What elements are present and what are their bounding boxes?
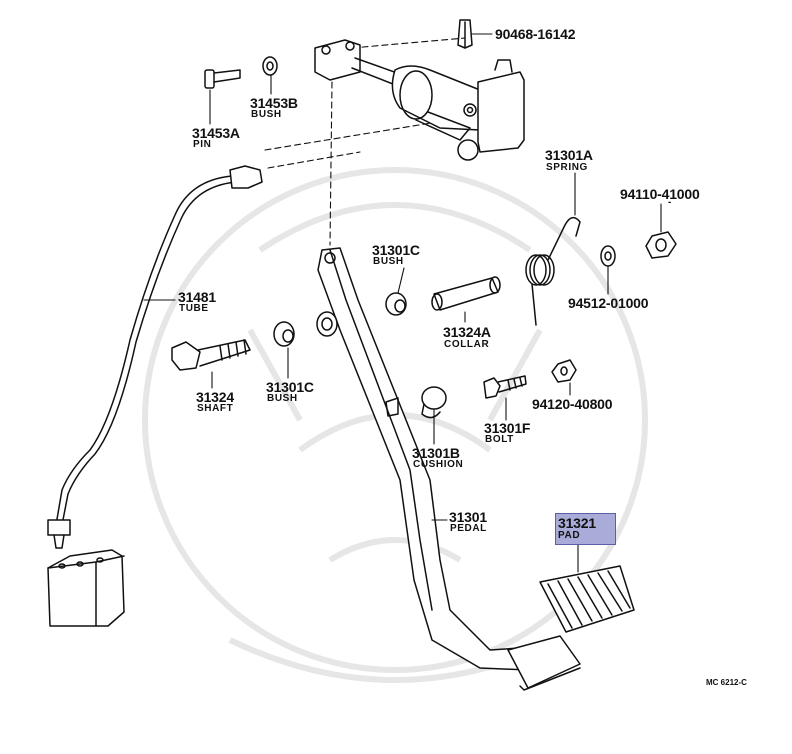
part-number-31453b[interactable]: 31453B	[250, 95, 298, 111]
part-number-31301a[interactable]: 31301A	[545, 147, 593, 163]
pad-31321	[539, 565, 635, 633]
collar-31324a	[431, 276, 501, 311]
part-name-pedal: PEDAL	[450, 523, 487, 534]
reservoir-block	[47, 549, 125, 627]
part-number-31324a[interactable]: 31324A	[443, 324, 491, 340]
washer-94512	[600, 245, 616, 267]
part-name-pin: PIN	[193, 139, 212, 150]
part-number-94110-41000[interactable]: 94110-41000	[620, 186, 700, 202]
leader-dashes	[264, 37, 466, 246]
nut-94110	[645, 231, 677, 259]
part-name-bush-lower: BUSH	[267, 393, 298, 404]
tube-31481	[47, 165, 263, 549]
part-number-31301c-upper[interactable]: 31301C	[372, 242, 420, 258]
part-number-31453a[interactable]: 31453A	[192, 125, 240, 141]
part-name-cushion: CUSHION	[413, 459, 464, 470]
part-name-dash: -	[668, 197, 672, 208]
part-number-31301b[interactable]: 31301B	[412, 445, 460, 461]
spring-31301a	[525, 216, 581, 326]
part-number-31301c-lower[interactable]: 31301C	[266, 379, 314, 395]
part-name-shaft: SHAFT	[197, 403, 234, 414]
part-number-90468-16142[interactable]: 90468-16142	[495, 26, 576, 42]
part-number-94120-40800[interactable]: 94120-40800	[532, 396, 613, 412]
highlighted-part-31321[interactable]: 31321 PAD	[555, 513, 616, 545]
part-number-31301[interactable]: 31301	[449, 509, 487, 525]
master-cylinder	[314, 39, 525, 161]
shaft-31324	[171, 339, 251, 371]
leader-lines	[143, 33, 662, 573]
clip-pin-90468	[457, 19, 473, 49]
bush-31301c-lower	[273, 321, 295, 347]
bush-31453b	[262, 56, 278, 76]
part-name-pad: PAD	[558, 530, 581, 541]
part-name-collar: COLLAR	[444, 339, 490, 350]
pedal-arm-31301	[316, 247, 581, 691]
part-name-bolt: BOLT	[485, 434, 514, 445]
part-number-31301f[interactable]: 31301F	[484, 420, 531, 436]
pin-31453a	[204, 69, 241, 89]
bolt-31301f	[483, 375, 527, 399]
part-number-94512-01000[interactable]: 94512-01000	[568, 295, 649, 311]
part-name-spring: SPRING	[546, 162, 588, 173]
part-name-bush: BUSH	[251, 109, 282, 120]
bush-31301c-upper	[385, 292, 407, 316]
nut-94120	[551, 359, 577, 383]
part-name-bush-upper: BUSH	[373, 256, 404, 267]
cushion-31301b	[421, 386, 447, 419]
part-number-31321: 31321	[558, 515, 596, 531]
diagram-id: MC 6212-C	[706, 678, 747, 687]
part-name-tube: TUBE	[179, 303, 209, 314]
part-number-31481[interactable]: 31481	[178, 289, 216, 305]
part-number-31324[interactable]: 31324	[196, 389, 234, 405]
